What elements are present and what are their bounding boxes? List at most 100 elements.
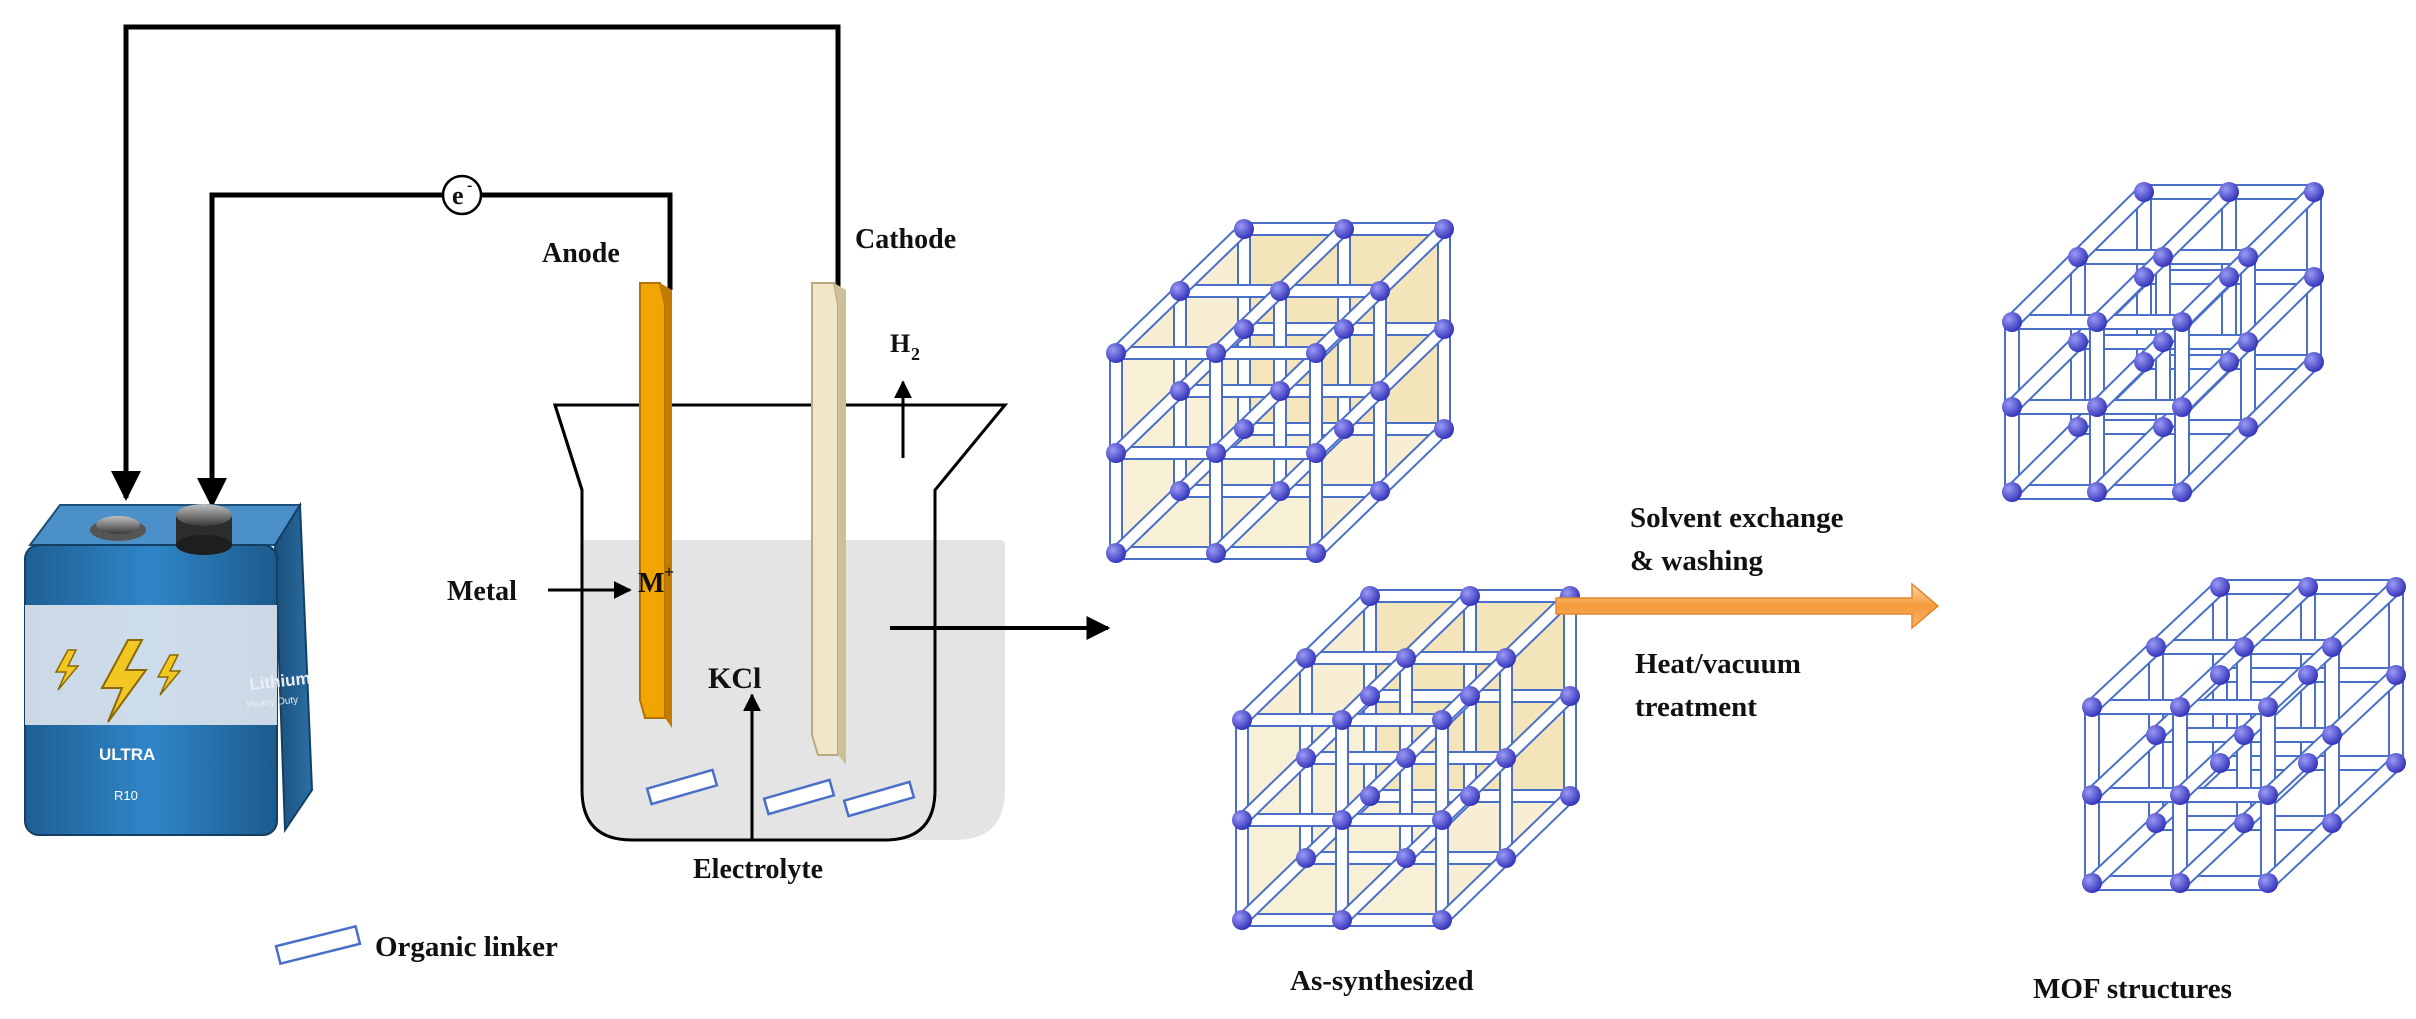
organic-linker-legend-icon bbox=[274, 924, 362, 966]
metal-node bbox=[2304, 182, 2324, 202]
h2-label: H bbox=[890, 329, 910, 358]
metal-node bbox=[2172, 397, 2192, 417]
linker bbox=[1221, 346, 1311, 360]
linker bbox=[2236, 740, 2252, 818]
linker bbox=[2097, 787, 2175, 803]
metal-node bbox=[2172, 312, 2192, 332]
linker bbox=[2330, 672, 2398, 738]
linker bbox=[1247, 813, 1337, 827]
linker bbox=[2306, 197, 2322, 272]
metal-node bbox=[2082, 873, 2102, 893]
metal-node bbox=[2219, 267, 2239, 287]
linker bbox=[1237, 234, 1251, 324]
circuit-wires: e - bbox=[111, 24, 841, 508]
metal-node bbox=[1396, 648, 1416, 668]
linker bbox=[1209, 358, 1223, 448]
metal-node bbox=[2298, 665, 2318, 685]
linker bbox=[1285, 384, 1375, 398]
metal-node bbox=[2298, 577, 2318, 597]
linker bbox=[2179, 254, 2251, 325]
linker bbox=[1299, 763, 1313, 853]
metal-node bbox=[1306, 343, 1326, 363]
linker bbox=[1221, 546, 1311, 560]
linker bbox=[1499, 763, 1513, 853]
battery-brand: ULTRA bbox=[99, 745, 155, 764]
metal-node bbox=[1432, 810, 1452, 830]
linker bbox=[1475, 589, 1565, 603]
linker bbox=[2094, 254, 2166, 325]
metal-node bbox=[2087, 482, 2107, 502]
metal-node bbox=[1432, 710, 1452, 730]
kcl-label: KCl bbox=[708, 662, 761, 695]
metal-node bbox=[2087, 397, 2107, 417]
metal-node bbox=[1370, 281, 1390, 301]
linker bbox=[2185, 875, 2263, 891]
metal-node bbox=[2002, 312, 2022, 332]
metal-node bbox=[1560, 786, 1580, 806]
as-synthesized-framework-top bbox=[1106, 219, 1454, 563]
linker bbox=[2097, 875, 2175, 891]
linker bbox=[2090, 644, 2158, 710]
linker bbox=[2017, 399, 2092, 415]
metal-node bbox=[2170, 697, 2190, 717]
linker bbox=[1109, 358, 1123, 448]
electrolyte-label: Electrolyte bbox=[693, 854, 823, 885]
linker bbox=[1185, 284, 1275, 298]
linker bbox=[1435, 825, 1449, 915]
small-bolt-left-icon bbox=[54, 649, 80, 691]
linker bbox=[2179, 339, 2251, 410]
battery-top bbox=[28, 504, 302, 546]
linker bbox=[2330, 584, 2398, 650]
linker bbox=[1411, 751, 1501, 765]
battery: ULTRA R10 Lithium Heavy Duty bbox=[24, 501, 314, 836]
linker bbox=[2234, 184, 2309, 200]
anode-electrode bbox=[639, 282, 666, 719]
linker bbox=[2160, 189, 2232, 260]
linker bbox=[1311, 851, 1401, 865]
electron-superscript: - bbox=[467, 177, 472, 194]
linker bbox=[1463, 701, 1477, 791]
metal-node bbox=[2258, 697, 2278, 717]
linker bbox=[1373, 296, 1387, 386]
linker bbox=[2084, 800, 2100, 878]
linker bbox=[2009, 424, 2081, 495]
metal-node bbox=[1234, 219, 1254, 239]
linker bbox=[2260, 800, 2276, 878]
linker bbox=[1221, 446, 1311, 460]
metal-node bbox=[1232, 810, 1252, 830]
battery-terminal-right-base bbox=[176, 535, 232, 555]
organic-linker-legend-label: Organic linker bbox=[375, 931, 558, 963]
linker bbox=[2172, 800, 2188, 878]
battery-terminal-left bbox=[96, 516, 140, 534]
metal-node bbox=[2386, 665, 2406, 685]
mof-structures-label: MOF structures bbox=[2033, 973, 2232, 1005]
metal-node bbox=[2172, 482, 2192, 502]
mof-structure-bottom bbox=[2082, 577, 2406, 893]
linker bbox=[2094, 424, 2166, 495]
linker bbox=[1249, 422, 1339, 436]
metal-node bbox=[1106, 443, 1126, 463]
metal-node bbox=[1232, 710, 1252, 730]
linker bbox=[2089, 327, 2105, 402]
linker bbox=[2313, 579, 2391, 595]
linker bbox=[1309, 458, 1323, 548]
linker bbox=[1475, 689, 1565, 703]
organic-linker-in-cell-2 bbox=[762, 778, 836, 816]
metal-node bbox=[2258, 873, 2278, 893]
linker bbox=[2017, 314, 2092, 330]
beaker bbox=[552, 403, 1009, 842]
linker bbox=[1249, 322, 1339, 336]
linker bbox=[2097, 699, 2175, 715]
linker bbox=[2148, 652, 2164, 730]
organic-linker-in-cell-1 bbox=[645, 768, 719, 806]
solvent-exchange-label-line1: Solvent exchange bbox=[1630, 502, 1844, 534]
metal-node bbox=[2002, 482, 2022, 502]
linker bbox=[2089, 412, 2105, 487]
linker bbox=[2225, 579, 2303, 595]
metal-node bbox=[2238, 247, 2258, 267]
linker bbox=[2260, 712, 2276, 790]
metal-node bbox=[1370, 381, 1390, 401]
linker bbox=[2245, 359, 2317, 430]
linker bbox=[1285, 484, 1375, 498]
